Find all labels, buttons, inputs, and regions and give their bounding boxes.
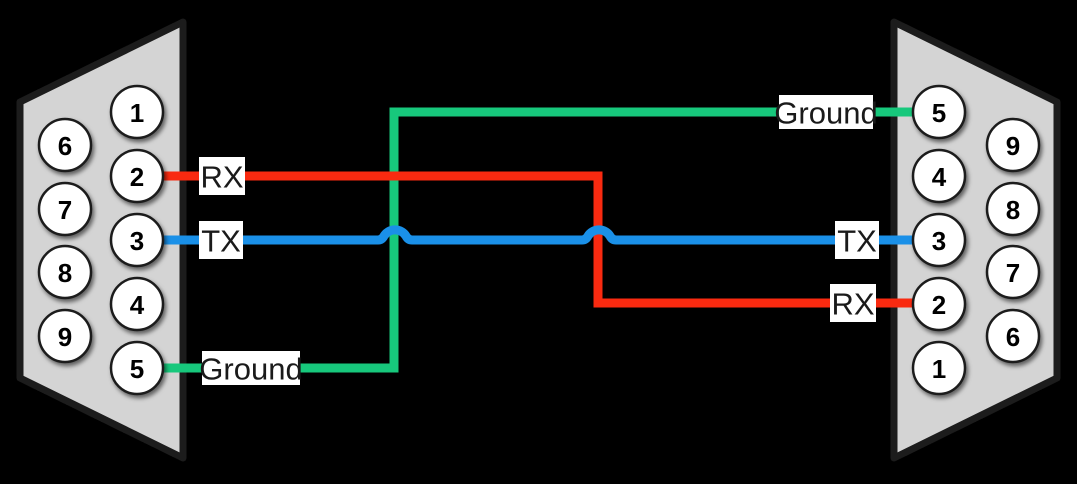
pin-left-1[interactable]: 1 [109,84,165,140]
wire-label-left-ground[interactable]: Ground [199,351,303,387]
pin-left-7-label: 7 [58,195,72,225]
pin-right-4-label: 4 [932,162,947,192]
pin-left-9[interactable]: 9 [37,308,93,364]
wire-label-left-tx[interactable]: TX [199,221,243,259]
pin-left-1-label: 1 [130,98,144,128]
pin-right-2-label: 2 [932,290,946,320]
pin-right-5-label: 5 [932,98,946,128]
pin-right-8-label: 8 [1006,195,1020,225]
pin-left-3-label: 3 [130,226,144,256]
pin-right-6-label: 6 [1006,322,1020,352]
wire-tx-straight[interactable] [163,225,913,245]
pin-right-1[interactable]: 1 [911,340,967,396]
pin-left-8[interactable]: 8 [37,244,93,300]
pin-left-6[interactable]: 6 [37,117,93,173]
pin-left-4-label: 4 [130,290,145,320]
wire-label-right-tx-text: TX [837,224,877,259]
pin-right-9-label: 9 [1006,131,1020,161]
pin-left-9-label: 9 [58,322,72,352]
wire-label-left-rx-text: RX [200,160,243,195]
pin-right-7-label: 7 [1006,258,1020,288]
pin-right-2[interactable]: 2 [911,276,967,332]
pin-right-3-label: 3 [932,226,946,256]
pin-left-5[interactable]: 5 [109,340,165,396]
wire-label-left-tx-text: TX [201,224,241,259]
pin-left-7[interactable]: 7 [37,181,93,237]
pin-left-4[interactable]: 4 [109,276,165,332]
pin-right-4[interactable]: 4 [911,148,967,204]
wire-label-left-ground-text: Ground [199,352,302,387]
pin-right-6[interactable]: 6 [985,308,1041,364]
wire-label-right-tx[interactable]: TX [835,221,879,259]
pin-left-6-label: 6 [58,131,72,161]
pin-left-2[interactable]: 2 [109,148,165,204]
wire-label-right-ground-text: Ground [774,96,877,131]
pin-right-7[interactable]: 7 [985,244,1041,300]
pin-right-3[interactable]: 3 [911,212,967,268]
pin-left-5-label: 5 [130,354,144,384]
pin-right-9[interactable]: 9 [985,117,1041,173]
pin-right-5[interactable]: 5 [911,84,967,140]
wire-label-right-rx-text: RX [831,287,874,322]
pin-right-1-label: 1 [932,354,946,384]
pin-left-8-label: 8 [58,258,72,288]
wire-label-right-rx[interactable]: RX [830,284,876,322]
pin-left-3[interactable]: 3 [109,212,165,268]
wire-label-left-rx[interactable]: RX [199,157,245,195]
wire-rx-crossover[interactable] [163,171,913,308]
wire-label-right-ground[interactable]: Ground [774,95,878,131]
pin-left-2-label: 2 [130,162,144,192]
pin-right-8[interactable]: 8 [985,181,1041,237]
